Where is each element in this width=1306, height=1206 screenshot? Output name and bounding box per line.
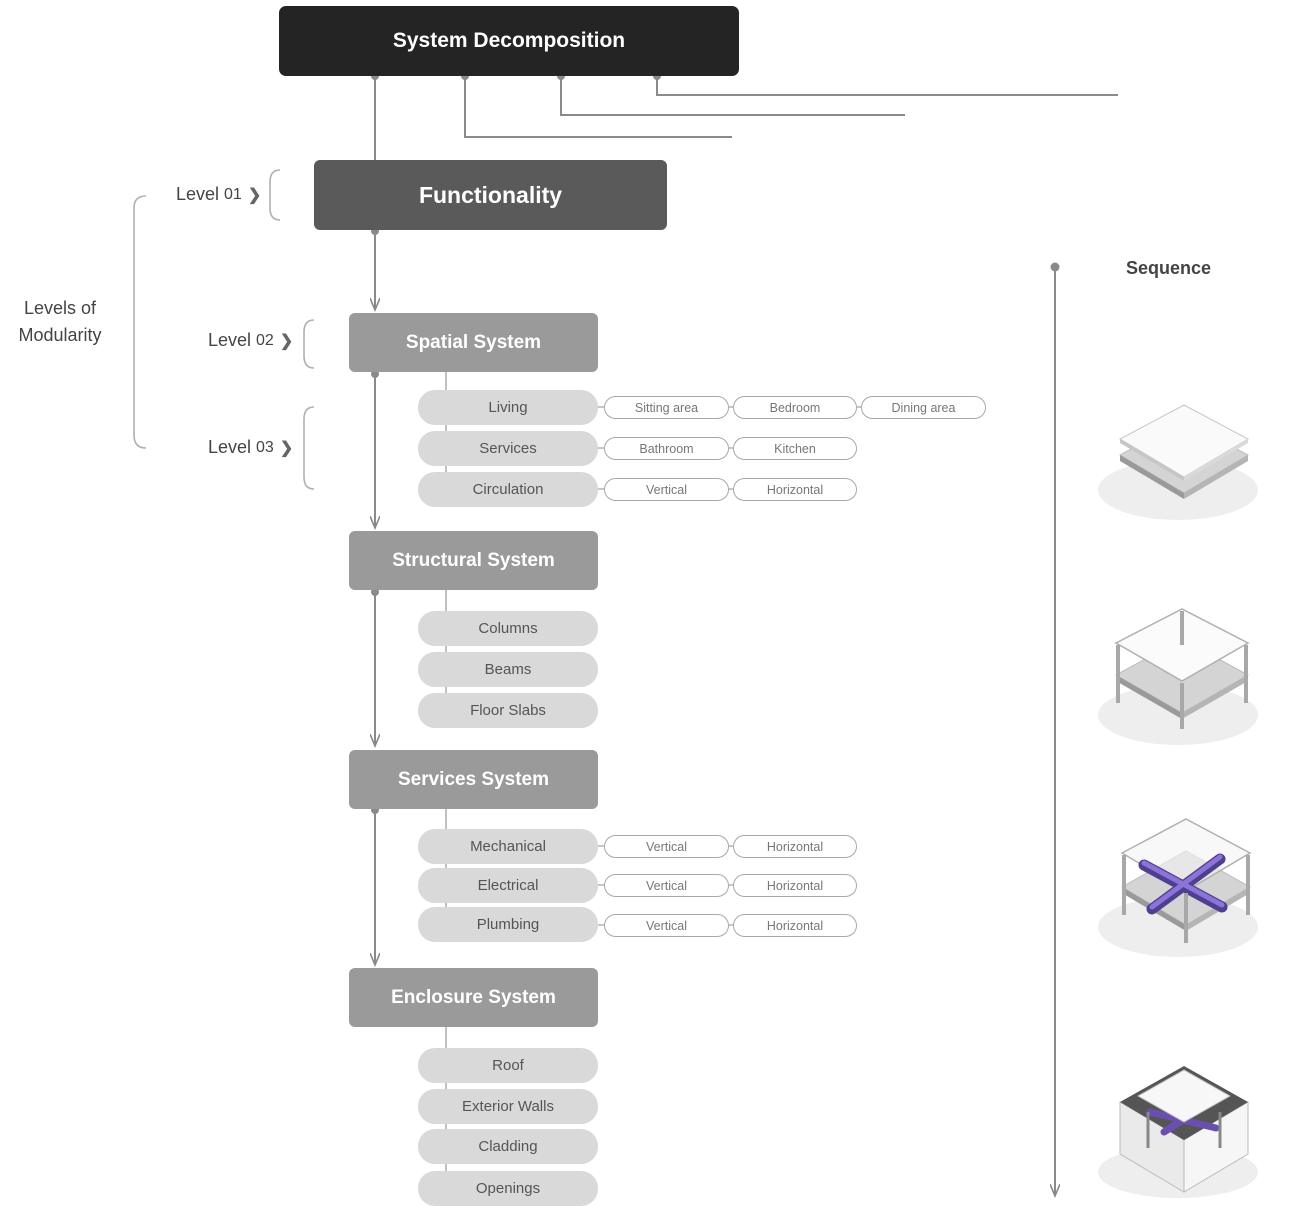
enclosure-model-image bbox=[1098, 1066, 1258, 1198]
level-number: 02 bbox=[256, 331, 274, 349]
structural-system-box: Structural System bbox=[349, 531, 598, 590]
functionality-label: Functionality bbox=[418, 181, 563, 208]
level-number: 03 bbox=[256, 438, 274, 456]
sub-item-openings: Openings bbox=[418, 1171, 598, 1206]
sub-item-living: Living bbox=[418, 390, 598, 425]
sub-item-exterior-walls: Exterior Walls bbox=[418, 1089, 598, 1124]
system-label: Enclosure System bbox=[391, 986, 556, 1008]
sub-item-circulation: Circulation bbox=[418, 472, 598, 507]
frame-model-image bbox=[1098, 608, 1258, 745]
sub-item-floor-slabs: Floor Slabs bbox=[418, 693, 598, 728]
system-label: Services System bbox=[397, 768, 550, 790]
functionality-box: Functionality bbox=[314, 160, 667, 230]
sub-item-mechanical: Mechanical bbox=[418, 829, 598, 864]
level-number: 01 bbox=[224, 185, 242, 203]
level-word: Level bbox=[208, 330, 252, 350]
spatial-system-box: Spatial System bbox=[349, 313, 598, 372]
services-system-box: Services System bbox=[349, 750, 598, 809]
levels-of-modularity-label: Levels of Modularity bbox=[0, 295, 120, 349]
pill-dining-area: Dining area bbox=[861, 396, 986, 419]
services-model-image bbox=[1098, 818, 1258, 957]
chevron-right-icon: ❯ bbox=[279, 439, 294, 457]
pill-bedroom: Bedroom bbox=[733, 396, 857, 419]
level-02-label: Level 02 ❯ bbox=[208, 330, 293, 351]
sub-item-plumbing: Plumbing bbox=[418, 907, 598, 942]
pill-horizontal: Horizontal bbox=[733, 914, 857, 937]
system-label: Spatial System bbox=[405, 331, 542, 353]
levels-of-modularity-line2: Modularity bbox=[18, 325, 102, 345]
sub-item-cladding: Cladding bbox=[418, 1129, 598, 1164]
pill-vertical: Vertical bbox=[604, 835, 729, 858]
levels-of-modularity-line1: Levels of bbox=[23, 298, 97, 318]
pill-vertical: Vertical bbox=[604, 478, 729, 501]
slab-model-image bbox=[1098, 404, 1258, 520]
system-label: Structural System bbox=[392, 549, 555, 571]
pill-horizontal: Horizontal bbox=[733, 835, 857, 858]
system-decomposition-box: System Decomposition bbox=[279, 6, 739, 76]
sub-item-services: Services bbox=[418, 431, 598, 466]
pill-horizontal: Horizontal bbox=[733, 478, 857, 501]
sub-item-columns: Columns bbox=[418, 611, 598, 646]
level-01-label: Level 01 ❯ bbox=[176, 184, 261, 205]
level-word: Level bbox=[208, 437, 252, 457]
pill-bathroom: Bathroom bbox=[604, 437, 729, 460]
sub-item-roof: Roof bbox=[418, 1048, 598, 1083]
sequence-label: Sequence bbox=[1126, 258, 1212, 278]
enclosure-system-box: Enclosure System bbox=[349, 968, 598, 1027]
pill-sitting-area: Sitting area bbox=[604, 396, 729, 419]
pill-horizontal: Horizontal bbox=[733, 874, 857, 897]
chevron-right-icon: ❯ bbox=[247, 186, 262, 204]
sub-item-beams: Beams bbox=[418, 652, 598, 687]
pill-vertical: Vertical bbox=[604, 914, 729, 937]
pill-vertical: Vertical bbox=[604, 874, 729, 897]
level-word: Level bbox=[176, 184, 220, 204]
sub-item-electrical: Electrical bbox=[418, 868, 598, 903]
pill-kitchen: Kitchen bbox=[733, 437, 857, 460]
level-03-label: Level 03 ❯ bbox=[208, 437, 293, 458]
system-decomposition-label: System Decomposition bbox=[392, 29, 626, 52]
chevron-right-icon: ❯ bbox=[279, 332, 294, 350]
